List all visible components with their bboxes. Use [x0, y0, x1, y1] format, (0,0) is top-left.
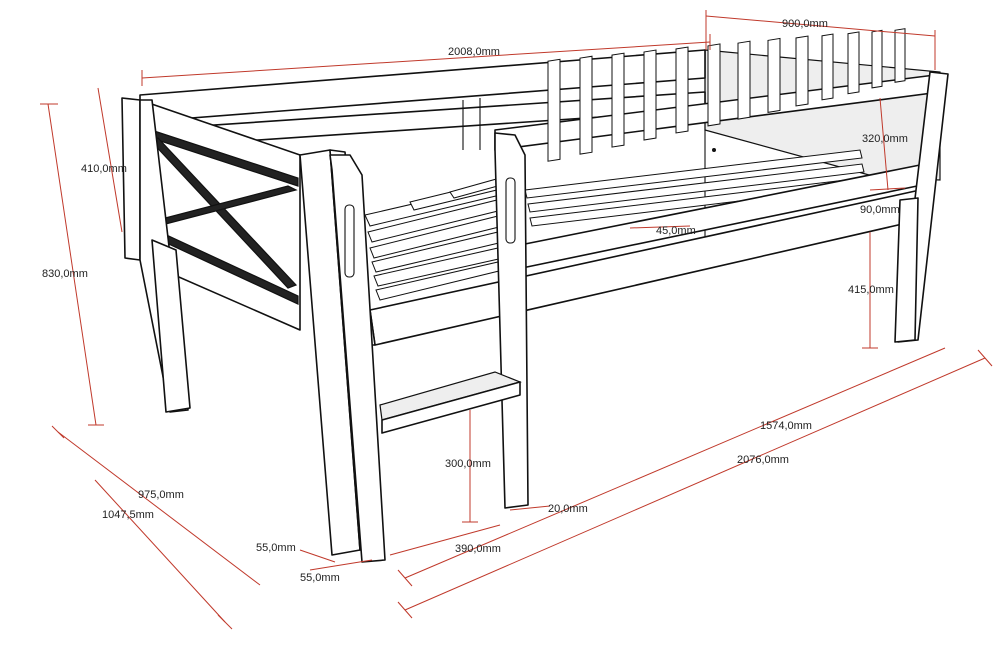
ladder-left-handhole — [344, 204, 355, 278]
label-width-top: 900,0mm — [782, 18, 828, 30]
ladder-right-rail — [494, 132, 529, 509]
dimension-labels: 2008,0mm 900,0mm 410,0mm 830,0mm 320,0mm… — [42, 18, 908, 584]
label-width-total: 1047,5mm — [102, 509, 154, 521]
label-ladder-thickness: 20,0mm — [548, 503, 588, 515]
label-slat-gap: 45,0mm — [656, 225, 696, 237]
ladder-right-handhole — [505, 177, 516, 244]
guard-rail-balusters — [547, 28, 906, 162]
label-ladder-length: 1574,0mm — [760, 420, 812, 432]
label-rail-band: 90,0mm — [860, 204, 900, 216]
label-ladder-offset: 390,0mm — [455, 543, 501, 555]
label-post-width-a: 55,0mm — [256, 542, 296, 554]
far-right-leg — [894, 197, 919, 343]
label-leg-height: 415,0mm — [848, 284, 894, 296]
ladder-left-rail — [329, 154, 386, 563]
near-left-post — [121, 97, 141, 261]
bed-slats — [364, 149, 865, 301]
dimension-lines — [40, 10, 993, 630]
ladder-step-front — [381, 381, 521, 434]
label-width-inner: 975,0mm — [138, 489, 184, 501]
label-headboard-height: 410,0mm — [81, 163, 127, 175]
label-length-top: 2008,0mm — [448, 46, 500, 58]
label-rail-height: 320,0mm — [862, 133, 908, 145]
bed-structure — [121, 28, 949, 563]
near-left-leg — [151, 239, 191, 413]
label-total-height: 830,0mm — [42, 268, 88, 280]
label-post-width-b: 55,0mm — [300, 572, 340, 584]
label-total-length: 2076,0mm — [737, 454, 789, 466]
label-ladder-step: 300,0mm — [445, 458, 491, 470]
